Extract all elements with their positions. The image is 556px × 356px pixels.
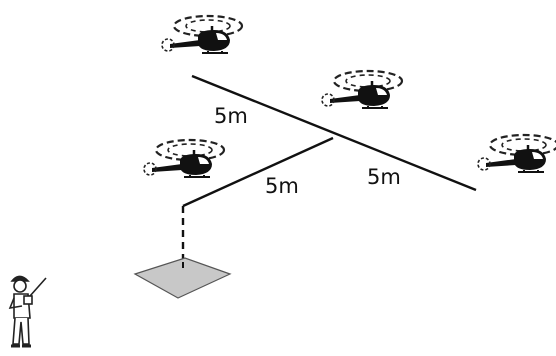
helicopter-icon [142, 138, 226, 179]
path-line-left-branch [182, 136, 334, 208]
helicopter-icon [320, 69, 404, 110]
path-line-diagonal [191, 74, 477, 192]
rc-pilot-icon [8, 275, 47, 348]
distance-label-right: 5m [367, 165, 401, 189]
distance-label-lower-left: 5m [265, 174, 299, 198]
helicopter-icon [160, 14, 244, 55]
landing-pad-icon [133, 257, 232, 299]
distance-label-upper-left: 5m [214, 104, 248, 128]
helicopter-icon [476, 133, 556, 174]
